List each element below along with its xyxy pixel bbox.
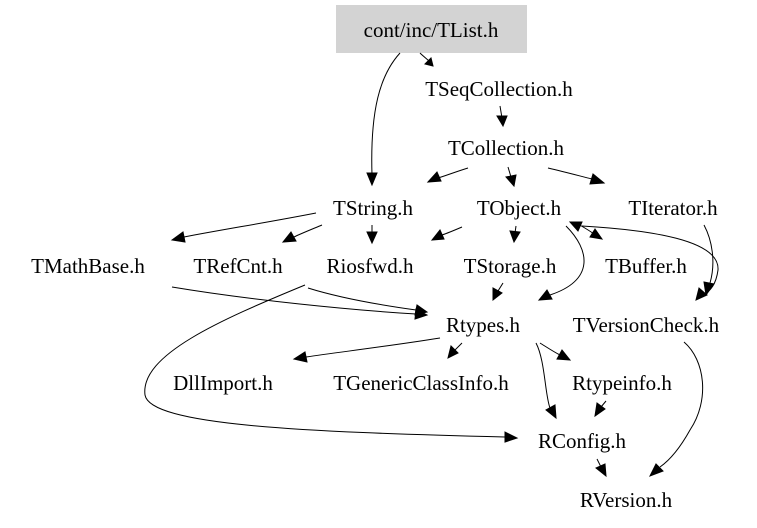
- edge-tcollection-tstring: [437, 167, 469, 179]
- arrowhead: [695, 287, 708, 301]
- root-node-label: cont/inc/TList.h: [364, 18, 499, 42]
- arrowhead: [589, 228, 604, 240]
- arrowhead: [703, 281, 715, 297]
- node-rconfig[interactable]: RConfig.h: [538, 429, 627, 453]
- edge-tobject-rtypes: [549, 225, 585, 296]
- node-tgenericclassinfo[interactable]: TGenericClassInfo.h: [333, 371, 509, 395]
- edge-tcollection-tobject: [507, 166, 512, 178]
- arrowhead: [426, 171, 442, 183]
- arrowhead: [281, 231, 297, 243]
- edge-tstorage-rtypes: [497, 282, 504, 292]
- arrowhead: [492, 287, 503, 302]
- arrowhead: [568, 221, 583, 232]
- node-dllimport[interactable]: DllImport.h: [173, 371, 273, 395]
- arrowhead: [424, 57, 434, 67]
- edge-tmathbase-rtypes: [171, 286, 417, 315]
- node-riosfwd[interactable]: Riosfwd.h: [327, 254, 414, 278]
- root-node-box: [336, 5, 527, 53]
- edge-tobject-riosfwd: [441, 226, 463, 236]
- arrowhead: [496, 115, 508, 128]
- arrowhead: [292, 351, 308, 363]
- arrowhead: [648, 463, 664, 477]
- node-trefcnt[interactable]: TRefCnt.h: [193, 254, 283, 278]
- arrowhead: [537, 289, 553, 301]
- edge-rtypes-rconfig: [535, 342, 551, 409]
- arrowhead: [594, 402, 606, 418]
- node-rtypeinfo[interactable]: Rtypeinfo.h: [572, 371, 672, 395]
- edge-tlist-tstring: [371, 52, 401, 176]
- edge-rtypes-rtypeinfo: [539, 342, 561, 356]
- edges: [144, 52, 719, 478]
- arrowhead: [545, 404, 557, 420]
- edge-tcollection-titerator: [547, 167, 593, 180]
- node-tversioncheck[interactable]: TVersionCheck.h: [573, 313, 720, 337]
- node-rtypes[interactable]: Rtypes.h: [446, 313, 521, 337]
- edge-riosfwd-rconfig: [144, 284, 506, 438]
- node-tstorage[interactable]: TStorage.h: [464, 254, 557, 278]
- node-tbuffer[interactable]: TBuffer.h: [605, 254, 687, 278]
- arrowhead: [509, 230, 521, 244]
- arrowhead: [505, 174, 517, 188]
- edge-titerator-tversioncheck: [703, 224, 714, 284]
- node-tseqcollection[interactable]: TSeqCollection.h: [425, 77, 573, 101]
- node-tmathbase[interactable]: TMathBase.h: [31, 254, 145, 278]
- arrowhead: [589, 173, 606, 185]
- arrowhead: [414, 304, 429, 316]
- arrowhead: [170, 231, 186, 243]
- edge-rtypes-dllimport: [305, 337, 441, 358]
- arrowhead: [366, 172, 378, 187]
- node-titerator[interactable]: TIterator.h: [628, 196, 718, 220]
- arrowhead: [595, 463, 607, 478]
- edge-rtypeinfo-rconfig: [600, 400, 607, 408]
- arrowhead: [430, 229, 445, 241]
- edge-tversioncheck-rversion: [659, 341, 704, 468]
- node-tcollection[interactable]: TCollection.h: [448, 136, 565, 160]
- node-tobject[interactable]: TObject.h: [477, 196, 562, 220]
- edge-riosfwd-rtypes: [307, 287, 417, 311]
- node-tstring[interactable]: TString.h: [333, 196, 413, 220]
- edge-rtypes-tgenericclassinfo: [454, 342, 463, 351]
- arrowhead: [447, 345, 459, 359]
- node-tlist[interactable]: cont/inc/TList.h: [336, 5, 527, 53]
- arrowhead: [366, 231, 378, 245]
- arrowhead: [556, 349, 572, 361]
- arrowhead: [504, 431, 519, 443]
- edge-tstring-tmathbase: [183, 212, 317, 238]
- node-rversion[interactable]: RVersion.h: [580, 488, 673, 512]
- edge-tstring-trefcnt: [293, 224, 323, 238]
